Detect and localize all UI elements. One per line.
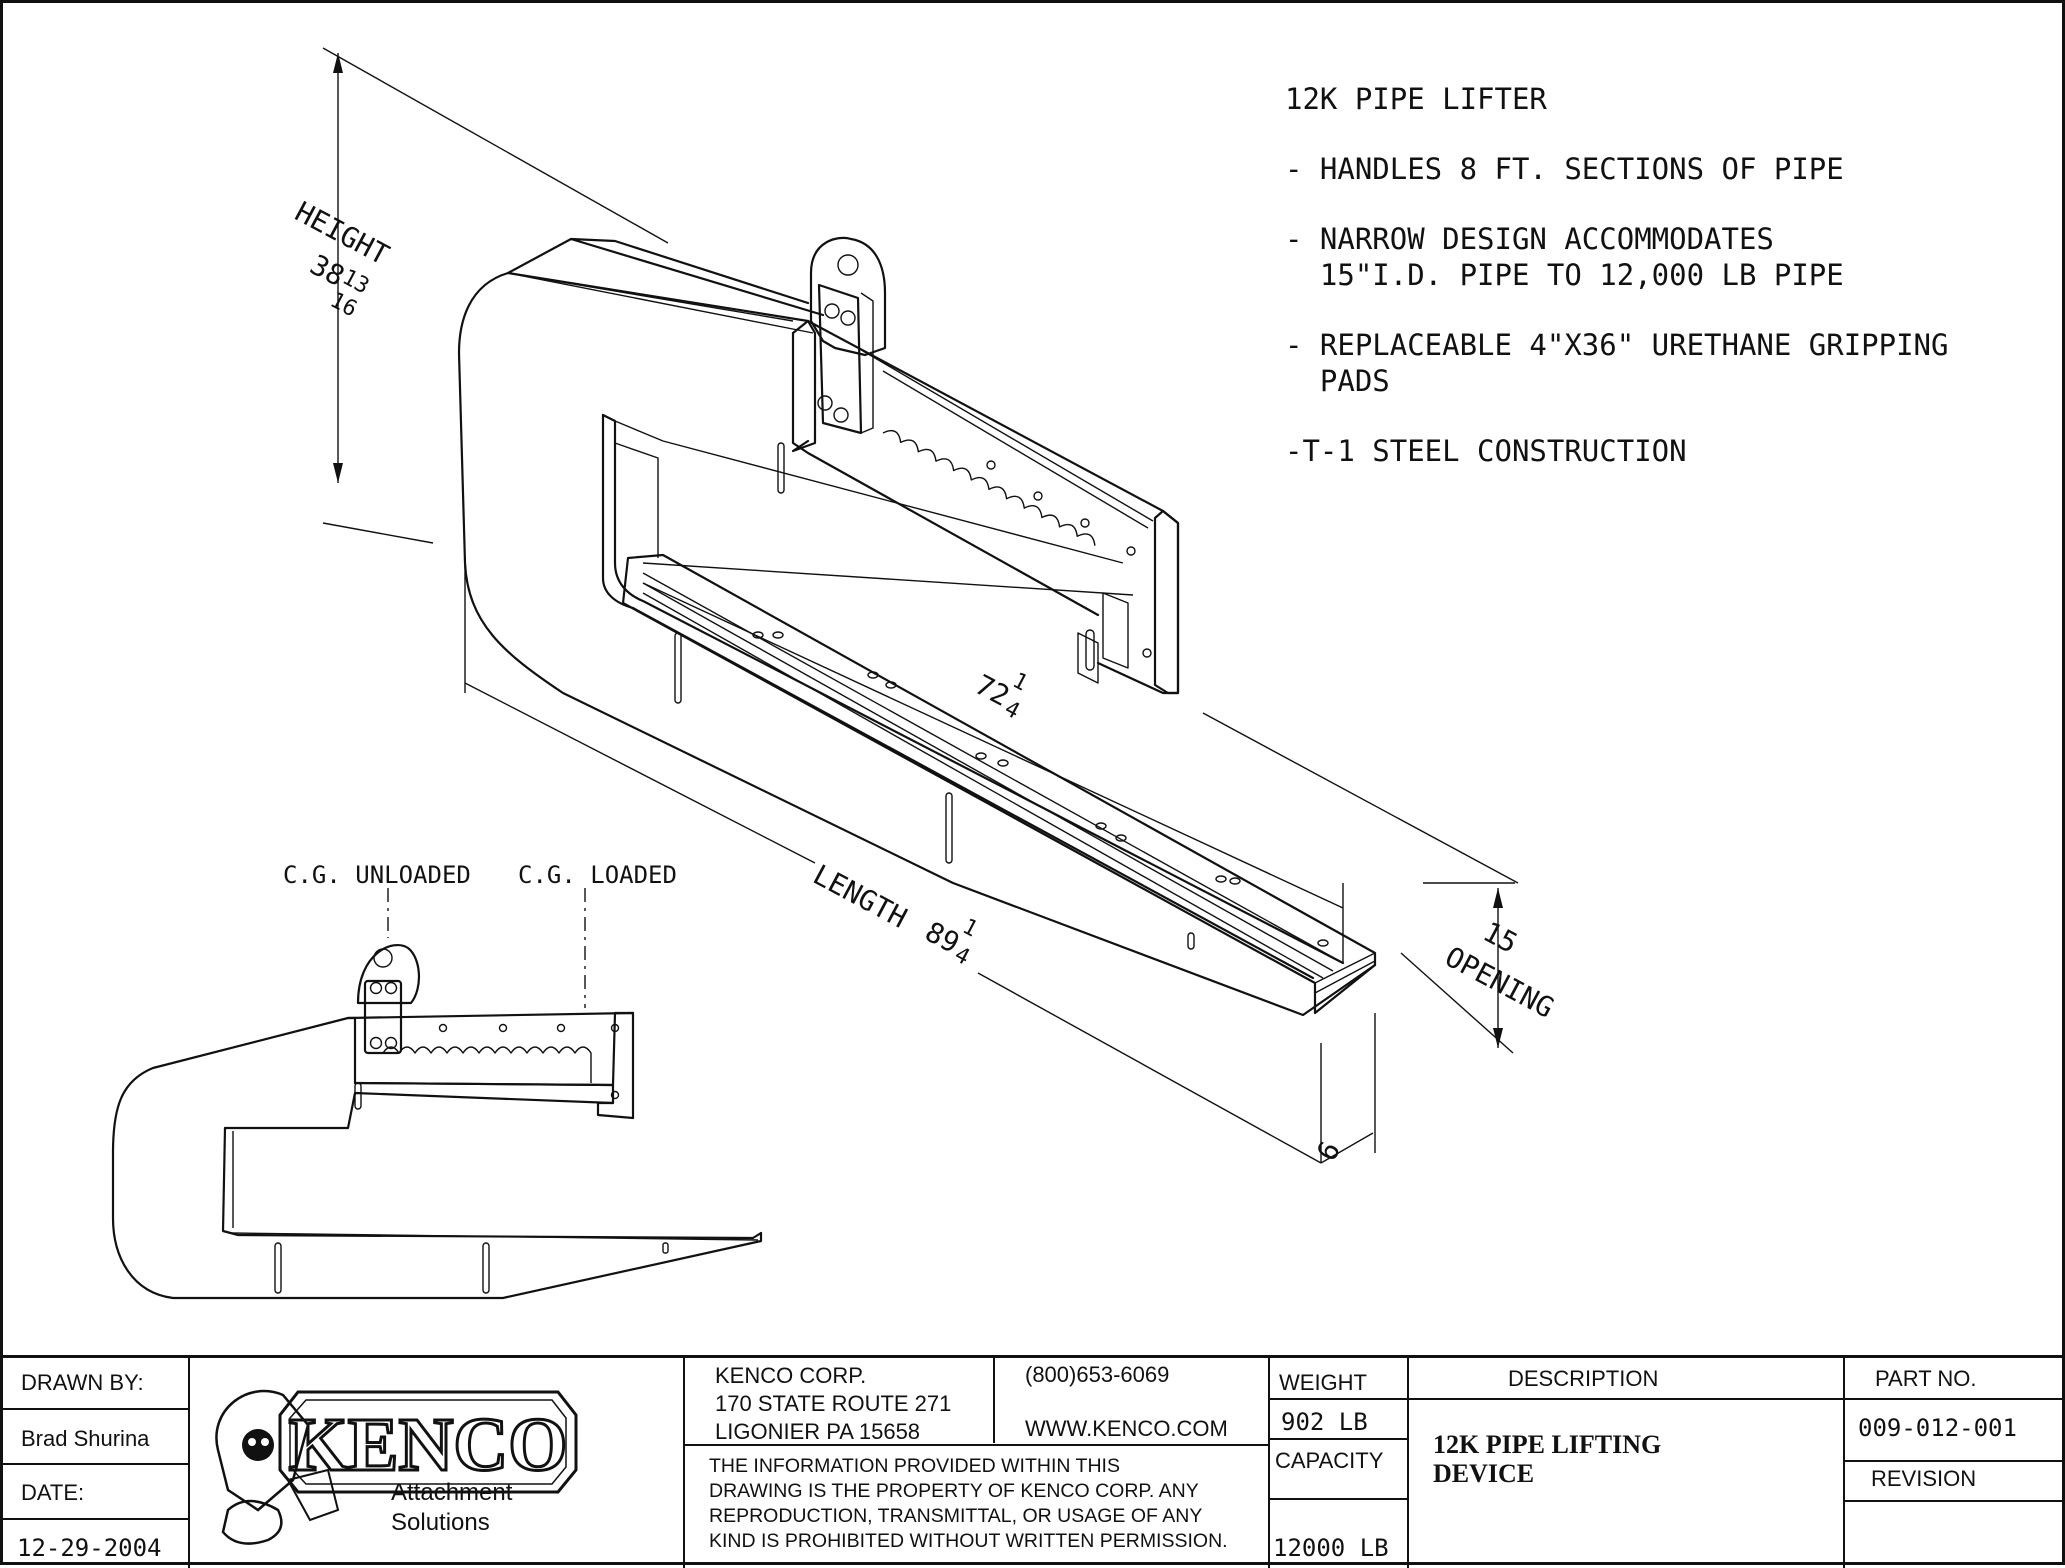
phone-number: (800)653-6069 bbox=[1025, 1362, 1170, 1387]
part-number-label: PART NO. bbox=[1875, 1366, 1977, 1391]
company-address: KENCO CORP. 170 STATE ROUTE 271 LIGONIER… bbox=[715, 1362, 951, 1446]
website: WWW.KENCO.COM bbox=[1025, 1416, 1228, 1441]
date-value: 12-29-2004 bbox=[17, 1534, 162, 1562]
side-view-outline bbox=[111, 1011, 763, 1300]
width-dimension: 72 1 4 bbox=[642, 582, 1519, 963]
company-name: KENCO CORP. bbox=[715, 1363, 867, 1388]
address-line-1: 170 STATE ROUTE 271 bbox=[715, 1391, 952, 1416]
length-label: LENGTH bbox=[808, 858, 913, 935]
width-num: 1 bbox=[1008, 668, 1031, 696]
note-item-1: - HANDLES 8 FT. SECTIONS OF PIPE bbox=[1285, 152, 1844, 186]
capacity-label: CAPACITY bbox=[1275, 1448, 1384, 1473]
part-number-value: 009-012-001 bbox=[1858, 1414, 2017, 1442]
c-frame-window bbox=[601, 413, 1345, 965]
thickness-value: 6 bbox=[1310, 1136, 1347, 1166]
address-line-2: LIGONIER PA 15658 bbox=[715, 1419, 921, 1444]
height-dimension: HEIGHT 38 13 16 bbox=[290, 47, 669, 544]
note-item-3: - REPLACEABLE 4"X36" URETHANE GRIPPING P… bbox=[1285, 328, 1949, 398]
note-item-2: - NARROW DESIGN ACCOMMODATES 15"I.D. PIP… bbox=[1285, 222, 1844, 292]
weight-label: WEIGHT bbox=[1279, 1370, 1367, 1395]
opening-value: 15 bbox=[1478, 915, 1523, 960]
lower-jaw-pad bbox=[621, 553, 1377, 1015]
revision-label: REVISION bbox=[1871, 1466, 1977, 1491]
upper-arm bbox=[791, 319, 1180, 695]
c-frame-outline bbox=[457, 271, 1377, 1017]
description-value: 12K PIPE LIFTING DEVICE bbox=[1433, 1430, 1662, 1488]
logo-subtitle: Attachment Solutions bbox=[391, 1479, 513, 1536]
cg-loaded-label: C.G. LOADED bbox=[518, 861, 677, 889]
side-view: C.G. UNLOADED C.G. LOADED bbox=[111, 861, 763, 1300]
opening-dimension: 15 OPENING bbox=[1400, 882, 1559, 1054]
cg-unloaded-label: C.G. UNLOADED bbox=[283, 861, 471, 889]
thickness-dimension: 6 bbox=[1310, 1013, 1376, 1166]
technical-drawing: HEIGHT 38 13 16 72 1 4 bbox=[111, 47, 1559, 1300]
lifting-eye bbox=[809, 236, 887, 435]
kenco-logo-text: KENCO bbox=[289, 1403, 568, 1487]
note-item-4: -T-1 STEEL CONSTRUCTION bbox=[1285, 434, 1687, 468]
capacity-value: 12000 LB bbox=[1273, 1534, 1389, 1562]
length-num: 1 bbox=[958, 914, 981, 942]
title-block: DRAWN BY: Brad Shurina DATE: 12-29-2004 … bbox=[3, 1355, 2065, 1568]
kenco-logo: KENCO bbox=[198, 1370, 578, 1560]
drawn-by-label: DRAWN BY: bbox=[21, 1370, 144, 1395]
specification-notes: 12K PIPE LIFTER - HANDLES 8 FT. SECTIONS… bbox=[1285, 81, 2045, 503]
disclaimer: THE INFORMATION PROVIDED WITHIN THIS DRA… bbox=[709, 1455, 1228, 1552]
date-label: DATE: bbox=[21, 1480, 85, 1505]
notes-title: 12K PIPE LIFTER bbox=[1285, 82, 1547, 116]
drawn-by-value: Brad Shurina bbox=[21, 1426, 150, 1451]
weight-value: 902 LB bbox=[1281, 1408, 1368, 1436]
end-plate bbox=[1153, 509, 1180, 695]
description-label: DESCRIPTION bbox=[1508, 1366, 1659, 1391]
